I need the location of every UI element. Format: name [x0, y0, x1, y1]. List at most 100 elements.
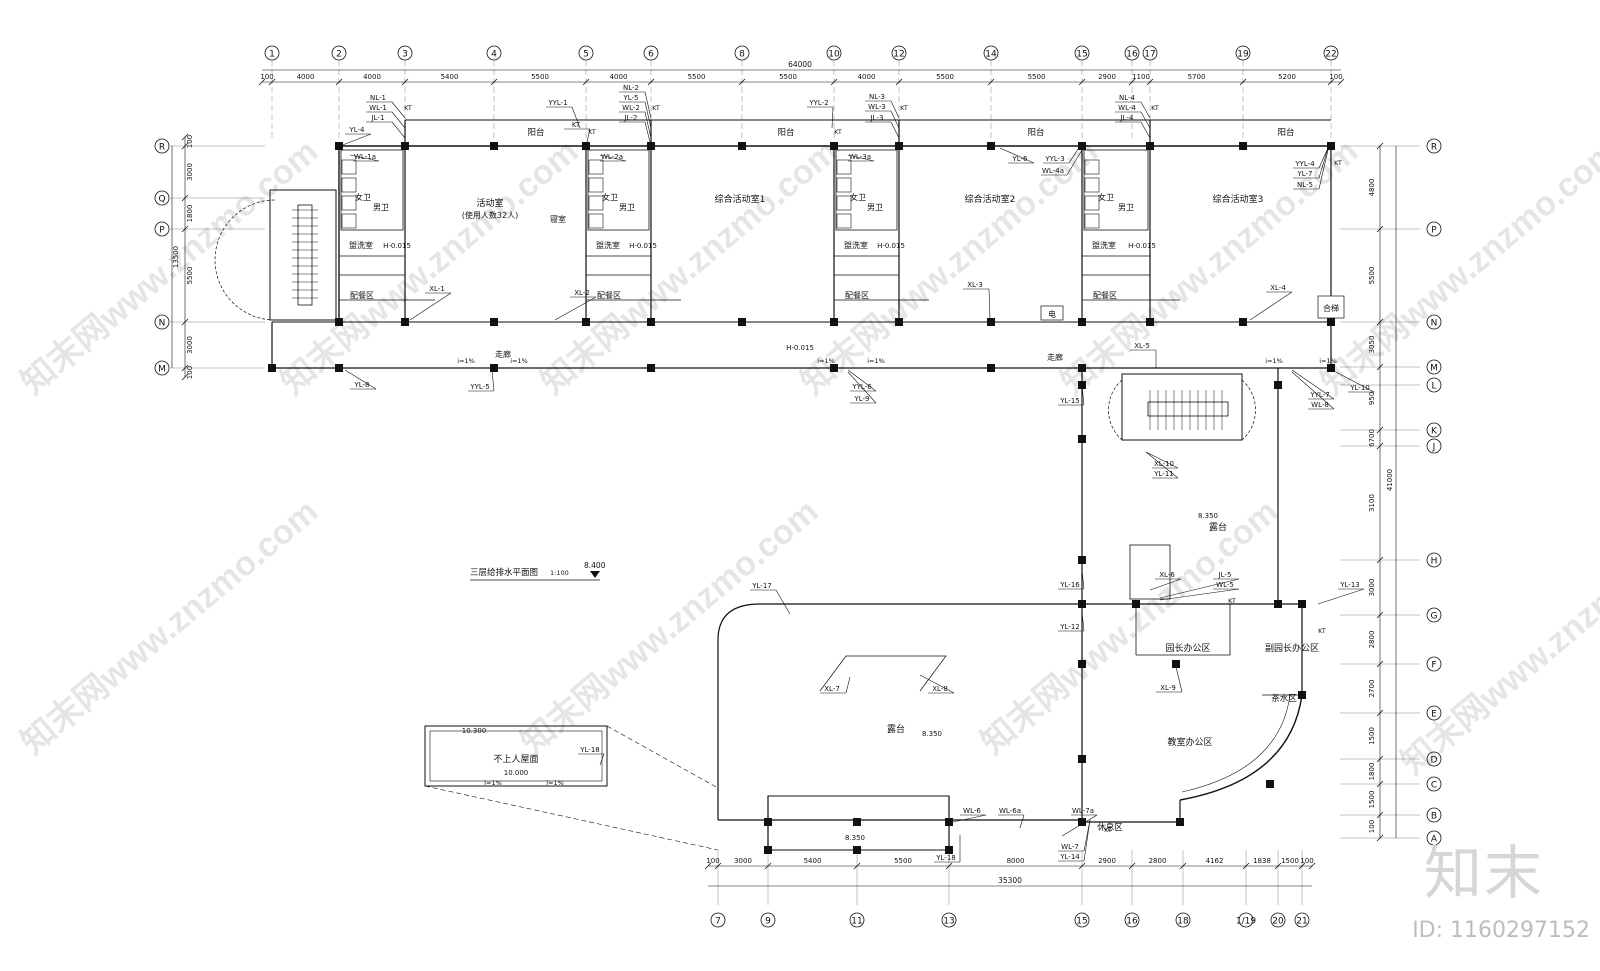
pipe-tag: XL-6 — [1159, 571, 1175, 579]
axis-bubble — [1124, 45, 1140, 61]
dim-tick — [1274, 862, 1282, 870]
axis-bubble — [1323, 45, 1339, 61]
pipe-tag: YL-6 — [1011, 155, 1028, 163]
axis-bubble — [1426, 705, 1442, 721]
dim-text: 3000 — [1368, 579, 1376, 597]
axis-label: 10 — [828, 50, 840, 60]
room-lift: 合梯 — [1323, 303, 1339, 313]
column — [945, 846, 953, 854]
column — [1172, 660, 1180, 668]
room-balcony: 阳台 — [1277, 127, 1294, 138]
pipe-leader — [1318, 147, 1329, 179]
room-wash-h: H-0.015 — [629, 242, 657, 250]
dim-tick — [1239, 78, 1247, 86]
column — [853, 846, 861, 854]
pipe-tag: NL-3 — [869, 93, 885, 101]
axis-label: 6 — [648, 50, 654, 60]
dim-text: 1500 — [1281, 857, 1299, 865]
overall-dim-left: 13500 — [172, 246, 180, 268]
pipe-leader — [1066, 149, 1083, 176]
room-wash: 盥洗室 — [596, 240, 620, 250]
kt-label: KT — [1228, 597, 1236, 605]
axis-label: 15 — [1076, 917, 1087, 927]
pipe-tag: YYL-3 — [1044, 155, 1064, 163]
axis-bubble — [983, 45, 999, 61]
axis-bubble — [1426, 314, 1442, 330]
pipe-leader — [890, 121, 900, 139]
pipe-leader — [1249, 291, 1293, 321]
dim-text: 4000 — [363, 73, 381, 81]
dim-tick — [181, 194, 189, 202]
axis-label: 17 — [1144, 50, 1155, 60]
dim-tick — [181, 373, 189, 381]
pipe-leader — [999, 147, 1035, 164]
axis-label: 1 — [269, 50, 275, 60]
axis-bubble — [154, 314, 170, 330]
room-comp1: 综合活动室1 — [715, 193, 766, 205]
dim-text: 100 — [260, 73, 273, 81]
column — [1298, 691, 1306, 699]
column — [895, 318, 903, 326]
axis-bubble — [1426, 830, 1442, 846]
pipe-leader — [1068, 145, 1081, 164]
dim-tick — [1376, 556, 1384, 564]
pipe-tag: XL-4 — [1270, 284, 1286, 292]
axis-bubble — [760, 912, 776, 928]
dim-text: 5500 — [531, 73, 549, 81]
elec-box — [1040, 305, 1064, 321]
pipe-tag: NL-1 — [370, 94, 386, 102]
dim-text: 4000 — [297, 73, 315, 81]
building-walls — [214, 119, 1332, 851]
toilet-stall — [1084, 177, 1100, 193]
pipe-leader — [1175, 666, 1183, 693]
axis-bubble — [826, 45, 842, 61]
pipe-tag: YL-15 — [1059, 397, 1080, 405]
dim-text: 1800 — [186, 205, 194, 223]
axis-bubble — [643, 45, 659, 61]
column — [1298, 600, 1306, 608]
pipe-leader — [349, 154, 380, 162]
pipe-leader — [571, 106, 581, 129]
pipe-tag: WL-4a — [1042, 167, 1064, 175]
drawing-title: 三层给排水平面图 — [470, 567, 538, 578]
pipe-tag: WL-6a — [999, 807, 1021, 815]
pipe-tags: NL-1WL-1JL-1YL-4YYL-1KTNL-2YL-5WL-2JL-2Y… — [339, 84, 1375, 863]
toilet-stall — [588, 213, 604, 229]
elev-marker — [590, 571, 600, 578]
toilet-stall — [341, 213, 357, 229]
toilet-stall — [341, 177, 357, 193]
brand-logo: 知末 — [1423, 839, 1544, 907]
pipe-leader — [1318, 149, 1329, 190]
pipe-tag: WL-2a — [601, 153, 623, 161]
axis-label: E — [1431, 710, 1437, 720]
column — [647, 318, 655, 326]
pipe-leader — [1331, 369, 1375, 393]
column — [738, 142, 746, 150]
toilet-stall — [588, 195, 604, 211]
axis-label: P — [1431, 226, 1437, 236]
pipe-tag: XL-8 — [932, 685, 948, 693]
dim-tick — [704, 862, 712, 870]
axis-label: R — [1431, 143, 1437, 153]
column — [1078, 142, 1086, 150]
column — [401, 318, 409, 326]
pipe-leader — [1140, 111, 1151, 129]
axis-label: A — [1431, 835, 1438, 845]
roof-plan-outer — [424, 725, 608, 787]
dim-text: 2900 — [1098, 857, 1116, 865]
room-corridor: 走廊 — [495, 349, 511, 359]
dim-tick — [1376, 755, 1384, 763]
terrace-edge — [717, 603, 1082, 820]
drain-line — [819, 655, 947, 692]
axis-label: 3 — [402, 50, 408, 60]
axis-label: M — [1430, 364, 1438, 374]
dim-text: 4000 — [858, 73, 876, 81]
pipe-tag: WL-8 — [1311, 401, 1329, 409]
roof-leader — [424, 785, 719, 851]
axis-label: 20 — [1272, 917, 1284, 927]
pipe-tag: JL-4 — [1120, 114, 1134, 122]
column — [1078, 660, 1086, 668]
pipe-tag: YYL-7 — [1309, 391, 1329, 399]
dim-text: 5500 — [688, 73, 706, 81]
